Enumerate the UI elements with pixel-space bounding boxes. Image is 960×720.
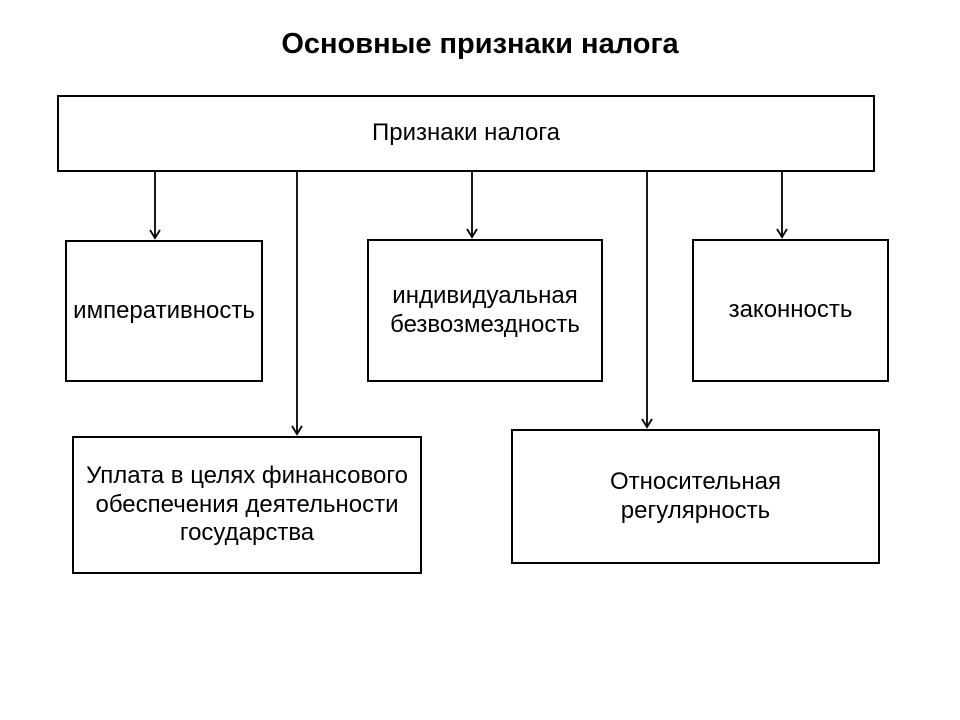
node-priznaki-naloga: Признаки налога [57, 95, 875, 172]
connector-arrow-imperativnost [149, 172, 161, 240]
node-zakonnost: законность [692, 239, 889, 382]
node-uplata-finansovogo-obespecheniya: Уплата в целях финансового обеспечения д… [72, 436, 422, 574]
node-otnositelnaya-regulyarnost: Относительная регулярность [511, 429, 880, 564]
connector-arrow-uplata [291, 172, 303, 436]
diagram-title: Основные признаки налога [281, 28, 679, 60]
node-imperativnost: императивность [65, 240, 263, 382]
connector-arrow-individualnaya [466, 172, 478, 239]
connector-arrow-regulyarnost [641, 172, 653, 429]
node-individualnaya-bezvozmezdnost: индивидуальная безвозмездность [367, 239, 603, 382]
connector-arrow-zakonnost [776, 172, 788, 239]
